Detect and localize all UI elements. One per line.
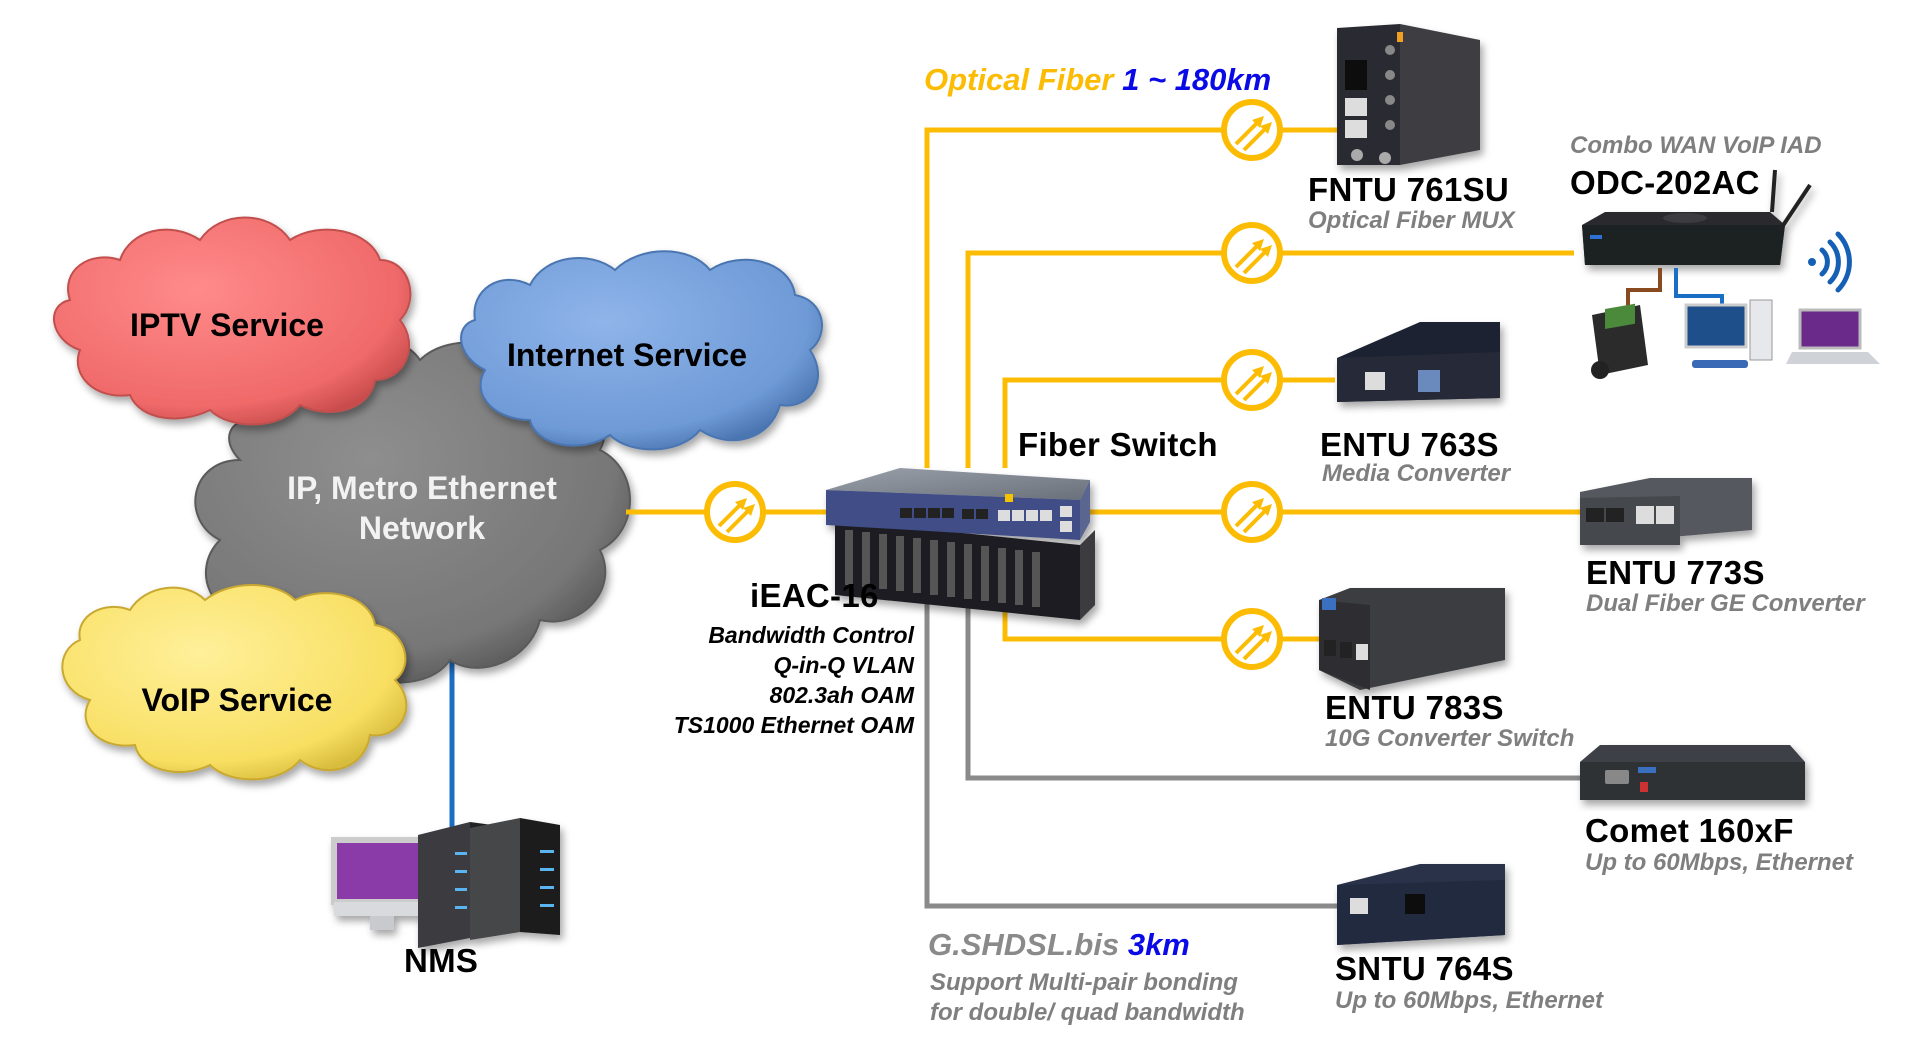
entu763s-desc: Media Converter xyxy=(1322,460,1511,487)
entu783s-name: ENTU 783S xyxy=(1325,689,1504,726)
metro-cloud-label: IP, Metro Ethernet Network xyxy=(272,468,572,548)
optical-fiber-label: Optical Fiber 1 ~ 180km xyxy=(924,62,1271,98)
entu783s-device[interactable] xyxy=(1319,588,1505,690)
router-phone-link xyxy=(1626,268,1662,312)
shdsl-distance: 3km xyxy=(1127,927,1190,962)
iptv-cloud[interactable] xyxy=(53,216,412,426)
laptop-icon xyxy=(1786,308,1880,364)
feature-8023ah-oam: 802.3ah OAM xyxy=(769,682,914,708)
entu773s-desc: Dual Fiber GE Converter xyxy=(1586,590,1865,617)
entu773s-name: ENTU 773S xyxy=(1586,554,1765,591)
nms-device[interactable] xyxy=(331,818,560,948)
feature-bandwidth-control: Bandwidth Control xyxy=(708,622,914,648)
fntu761su-desc: Optical Fiber MUX xyxy=(1308,207,1515,234)
feature-qinq-vlan: Q-in-Q VLAN xyxy=(773,652,914,678)
odc202ac-device[interactable] xyxy=(1582,169,1812,265)
fiber-icon xyxy=(1224,352,1280,408)
optical-fiber-distance: 1 ~ 180km xyxy=(1122,62,1272,97)
fiber-switch-label: Fiber Switch xyxy=(1018,426,1218,463)
copper-link-comet160xf xyxy=(965,595,1580,781)
nms-label: NMS xyxy=(404,942,479,979)
metro-cloud-label-line1: IP, Metro Ethernet xyxy=(287,470,557,506)
odc202ac-desc: Combo WAN VoIP IAD xyxy=(1570,132,1822,159)
desktop-pc-icon xyxy=(1684,299,1773,368)
ieac16-features: Bandwidth Control Q-in-Q VLAN 802.3ah OA… xyxy=(674,620,914,740)
entu773s-device[interactable] xyxy=(1580,478,1752,545)
wifi-icon xyxy=(1808,231,1852,293)
fntu761su-device[interactable] xyxy=(1337,24,1480,165)
ip-phone-icon xyxy=(1591,303,1648,379)
comet160xf-desc: Up to 60Mbps, Ethernet xyxy=(1585,849,1854,876)
ieac16-label: iEAC-16 xyxy=(750,577,879,614)
shdsl-note-line2: for double/ quad bandwidth xyxy=(930,999,1245,1026)
optical-fiber-text: Optical Fiber xyxy=(924,62,1114,97)
fiber-links xyxy=(626,127,1580,642)
shdsl-text: G.SHDSL.bis xyxy=(928,927,1120,962)
internet-cloud-label: Internet Service xyxy=(506,337,748,373)
fiber-icon xyxy=(1224,225,1280,281)
sntu764s-device[interactable] xyxy=(1337,864,1505,945)
feature-ts1000-oam: TS1000 Ethernet OAM xyxy=(673,712,914,738)
fiber-icon xyxy=(1224,484,1280,540)
fiber-link-fntu761su xyxy=(924,127,1337,468)
fiber-icon xyxy=(1224,102,1280,158)
entu783s-desc: 10G Converter Switch xyxy=(1325,725,1575,752)
fiber-link-odc202ac xyxy=(965,250,1574,468)
fiber-icon xyxy=(707,484,763,540)
comet160xf-device[interactable] xyxy=(1580,745,1805,800)
odc202ac-name: ODC-202AC xyxy=(1570,164,1760,201)
ieac16-device[interactable] xyxy=(826,468,1095,620)
voip-cloud[interactable] xyxy=(61,584,408,781)
fiber-icon xyxy=(1224,611,1280,667)
shdsl-note-line1: Support Multi-pair bonding xyxy=(930,969,1238,996)
shdsl-note: Support Multi-pair bonding for double/ q… xyxy=(930,968,1245,1028)
internet-cloud[interactable] xyxy=(460,250,823,451)
fntu761su-name: FNTU 761SU xyxy=(1308,171,1510,208)
metro-cloud-label-line2: Network xyxy=(358,510,486,546)
entu763s-name: ENTU 763S xyxy=(1320,426,1499,463)
entu763s-device[interactable] xyxy=(1337,322,1500,402)
shdsl-label: G.SHDSL.bis 3km xyxy=(928,927,1190,963)
sntu764s-desc: Up to 60Mbps, Ethernet xyxy=(1335,987,1604,1014)
copper-links xyxy=(924,583,1580,909)
sntu764s-name: SNTU 764S xyxy=(1335,950,1514,987)
comet160xf-name: Comet 160xF xyxy=(1585,812,1794,849)
voip-cloud-label: VoIP Service xyxy=(141,682,333,718)
iptv-cloud-label: IPTV Service xyxy=(130,307,324,343)
copper-link-sntu764s xyxy=(924,583,1337,909)
